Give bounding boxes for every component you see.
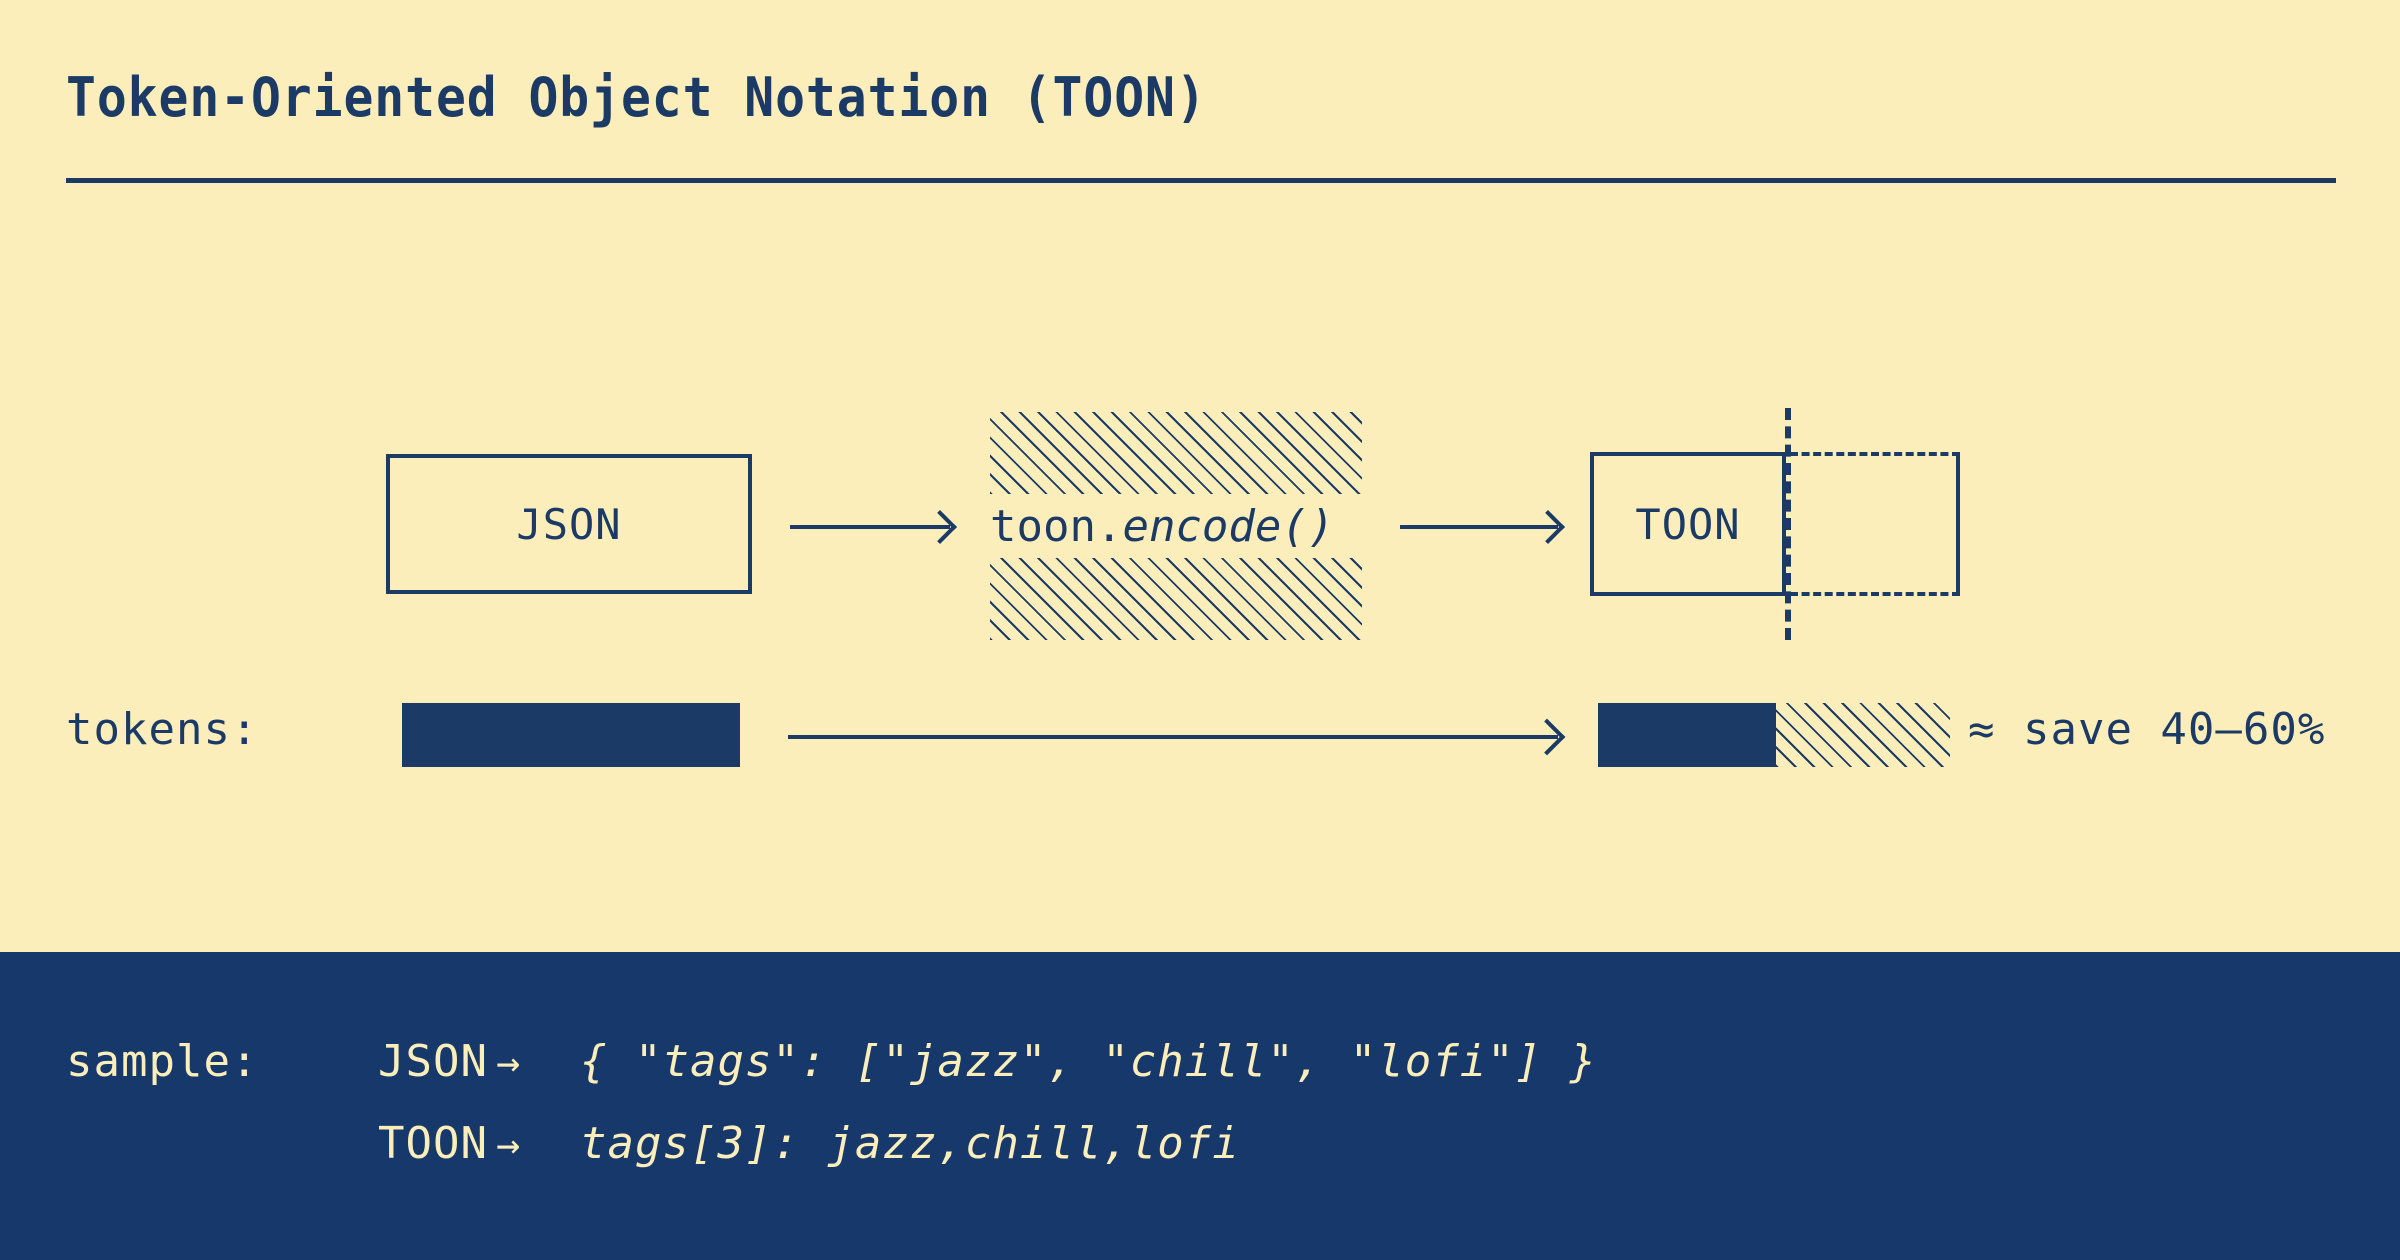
tokens-savings-note: ≈ save 40–60%	[1968, 704, 2326, 755]
json-input-box: JSON	[386, 454, 752, 594]
toon-output-box-label: TOON	[1635, 499, 1741, 549]
encode-function-label: toon.encode()	[990, 494, 1362, 558]
hatch-band-top	[990, 412, 1362, 494]
arrow-right-icon-tokens	[788, 735, 1558, 739]
arrow-right-icon-sample-json: →	[496, 1040, 521, 1086]
toon-output-box-divider	[1785, 408, 1791, 640]
tokens-bar-toon	[1598, 703, 1776, 767]
encode-label-prefix: toon.	[990, 500, 1123, 552]
hatch-band-bottom	[990, 558, 1362, 640]
title-divider	[66, 178, 2336, 183]
arrow-right-icon-sample-toon: →	[496, 1122, 521, 1168]
toon-output-box-saved-region	[1790, 452, 1960, 596]
page-title: Token-Oriented Object Notation (TOON)	[66, 66, 1207, 129]
tokens-bar-json	[402, 703, 740, 767]
toon-output-box: TOON	[1590, 452, 1786, 596]
arrow-right-icon-json-to-encode	[790, 525, 950, 529]
sample-panel	[0, 952, 2400, 1260]
tokens-row-label: tokens:	[66, 704, 259, 755]
sample-row-toon-kind: TOON	[378, 1118, 488, 1169]
sample-row-toon: TOON → tags[3]: jazz,chill,lofi	[378, 1118, 1240, 1169]
sample-row-toon-code: tags[3]: jazz,chill,lofi	[580, 1118, 1240, 1169]
tokens-bar-toon-saved	[1776, 703, 1950, 767]
arrow-right-icon-encode-to-toon	[1400, 525, 1558, 529]
sample-panel-label: sample:	[66, 1036, 259, 1087]
sample-row-json: JSON → { "tags": ["jazz", "chill", "lofi…	[378, 1036, 1597, 1087]
encode-label-call: encode()	[1122, 500, 1335, 552]
sample-row-json-kind: JSON	[378, 1036, 488, 1087]
sample-row-json-code: { "tags": ["jazz", "chill", "lofi"] }	[580, 1036, 1598, 1087]
json-input-box-label: JSON	[516, 499, 622, 549]
